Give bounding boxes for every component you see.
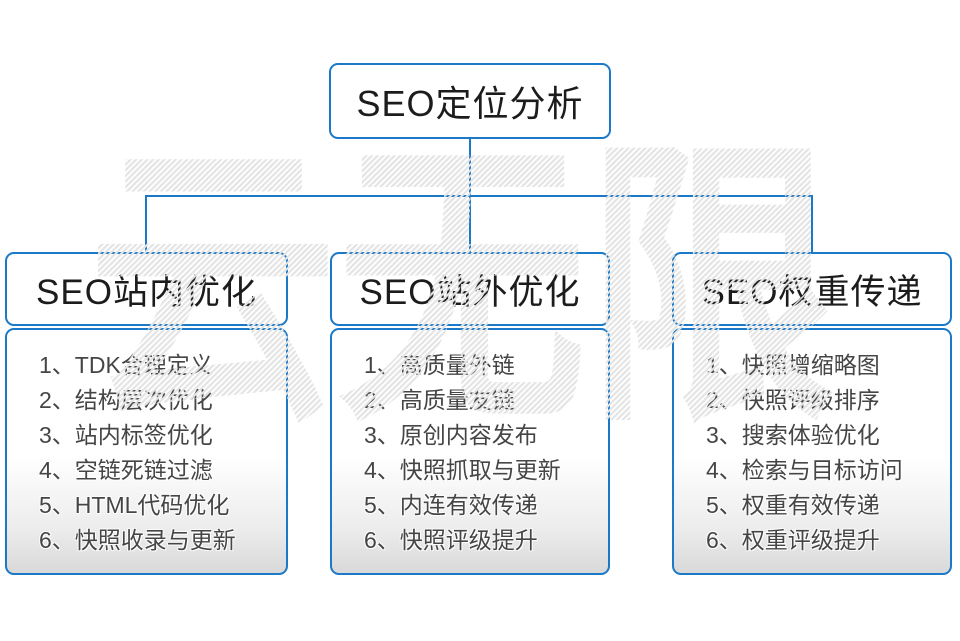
connector-horizontal — [145, 195, 813, 197]
list-item: 6、快照评级提升 — [364, 527, 538, 553]
list-item: 3、搜索体验优化 — [706, 422, 880, 448]
list-item: 4、空链死链过滤 — [39, 457, 213, 483]
list-item: 2、快照评级排序 — [706, 387, 880, 413]
onsite-item-list: 1、TDK合理定义 2、结构层次优化 3、站内标签优化 4、空链死链过滤 5、H… — [7, 330, 286, 558]
offsite-items-panel: 1、高质量外链 2、高质量友链 3、原创内容发布 4、快照抓取与更新 5、内连有… — [330, 328, 610, 575]
list-item: 1、快照增缩略图 — [706, 352, 880, 378]
list-item: 1、TDK合理定义 — [39, 352, 213, 378]
list-item: 5、内连有效传递 — [364, 492, 538, 518]
list-item: 5、HTML代码优化 — [39, 492, 230, 518]
list-item: 4、检索与目标访问 — [706, 457, 903, 483]
node-onsite-optimization: SEO站内优化 — [5, 252, 288, 326]
list-item: 4、快照抓取与更新 — [364, 457, 561, 483]
list-item: 6、权重评级提升 — [706, 527, 880, 553]
list-item: 1、高质量外链 — [364, 352, 515, 378]
weight-item-list: 1、快照增缩略图 2、快照评级排序 3、搜索体验优化 4、检索与目标访问 5、权… — [674, 330, 950, 558]
offsite-item-list: 1、高质量外链 2、高质量友链 3、原创内容发布 4、快照抓取与更新 5、内连有… — [332, 330, 608, 558]
root-node-seo-positioning: SEO定位分析 — [329, 63, 611, 139]
list-item: 3、站内标签优化 — [39, 422, 213, 448]
node-onsite-title: SEO站内优化 — [36, 272, 257, 312]
list-item: 2、结构层次优化 — [39, 387, 213, 413]
connector-root-drop — [469, 139, 471, 197]
connector-middle-drop — [469, 195, 471, 253]
list-item: 5、权重有效传递 — [706, 492, 880, 518]
root-node-title: SEO定位分析 — [356, 83, 584, 124]
list-item: 6、快照收录与更新 — [39, 527, 236, 553]
list-item: 2、高质量友链 — [364, 387, 515, 413]
node-weight-title: SEO权重传递 — [701, 272, 923, 312]
list-item: 3、原创内容发布 — [364, 422, 538, 448]
connector-right-drop — [811, 195, 813, 253]
node-offsite-title: SEO站外优化 — [359, 272, 581, 312]
onsite-items-panel: 1、TDK合理定义 2、结构层次优化 3、站内标签优化 4、空链死链过滤 5、H… — [5, 328, 288, 575]
weight-items-panel: 1、快照增缩略图 2、快照评级排序 3、搜索体验优化 4、检索与目标访问 5、权… — [672, 328, 952, 575]
connector-left-drop — [145, 195, 147, 253]
node-weight-transfer: SEO权重传递 — [672, 252, 952, 326]
node-offsite-optimization: SEO站外优化 — [330, 252, 610, 326]
